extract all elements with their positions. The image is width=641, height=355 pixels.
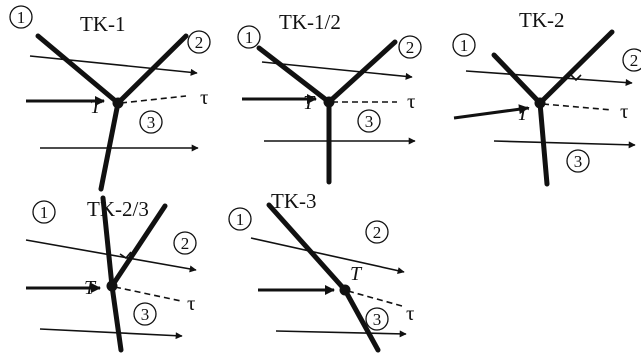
grain-1-label: 1 xyxy=(40,203,49,222)
boundary-1-line xyxy=(100,195,115,289)
grain-3-label: 3 xyxy=(141,305,150,324)
grain-2-label: 2 xyxy=(373,223,382,242)
boundary-1-line xyxy=(256,45,332,105)
arrow-upper xyxy=(29,55,198,76)
grain-1-label: 1 xyxy=(236,210,245,229)
junction-point xyxy=(534,97,546,109)
arrow-upper xyxy=(25,239,197,273)
grain-3-circle xyxy=(365,307,389,331)
boundary-3-line xyxy=(537,100,550,187)
arrow-upper xyxy=(465,70,633,87)
grain-1-label: 1 xyxy=(245,28,254,47)
tau-label: τ xyxy=(407,89,415,113)
junction-point xyxy=(106,280,118,292)
grain-2-label: 2 xyxy=(195,33,204,52)
grain-3-label: 3 xyxy=(147,113,156,132)
junction-label: T xyxy=(84,277,97,299)
tau-label: τ xyxy=(187,291,195,315)
grain-2-circle xyxy=(187,30,211,54)
junction-point xyxy=(339,284,351,296)
junction-label: T xyxy=(90,96,103,118)
junction-point xyxy=(112,97,124,109)
grain-2-label: 2 xyxy=(406,38,415,57)
panel-title: TK-2/3 xyxy=(87,197,149,221)
junction-label: T xyxy=(350,263,363,285)
grain-2-circle xyxy=(365,220,389,244)
grain-1-circle xyxy=(228,207,252,231)
boundary-3-line xyxy=(109,283,124,353)
grain-3-circle xyxy=(139,110,163,134)
tau-line xyxy=(542,103,613,111)
panel-tk2: TK-2 1 2 3 T τ xyxy=(452,8,641,187)
boundary-2-line xyxy=(537,29,615,106)
panel-tk3: TK-3 1 2 3 T τ xyxy=(228,189,414,353)
grain-1-label: 1 xyxy=(17,8,26,27)
arrow-upper xyxy=(261,61,413,80)
tau-line xyxy=(120,95,187,104)
arrow-lower xyxy=(39,328,183,340)
panel-title: TK-1 xyxy=(80,12,126,36)
grain-1-circle xyxy=(9,5,33,29)
grain-3-label: 3 xyxy=(373,310,382,329)
grain-3-label: 3 xyxy=(574,152,583,171)
grain-3-label: 3 xyxy=(365,112,374,131)
panel-title: TK-1/2 xyxy=(279,10,341,34)
arrow-incoming xyxy=(453,104,529,120)
junction-point xyxy=(323,96,335,108)
boundary-3-line xyxy=(342,287,381,353)
boundary-2-line xyxy=(115,33,189,106)
tau-line xyxy=(347,290,403,307)
tau-label: τ xyxy=(406,301,414,325)
boundary-3-line xyxy=(98,100,121,192)
grain-2-circle xyxy=(173,231,197,255)
junction-label: T xyxy=(303,92,316,114)
boundary-1-line xyxy=(266,202,348,293)
grain-2-label: 2 xyxy=(181,234,190,253)
arrow-lower xyxy=(275,330,407,338)
panel-title: TK-2 xyxy=(519,8,565,32)
boundary-2-line xyxy=(109,203,168,289)
right-angle-mark xyxy=(570,74,582,82)
grain-3-circle xyxy=(357,109,381,133)
grain-1-circle xyxy=(32,200,56,224)
panel-tk1: TK-1 1 2 3 T τ xyxy=(9,5,211,192)
tau-label: τ xyxy=(620,99,628,123)
right-angle-mark xyxy=(119,251,132,260)
arrow-lower xyxy=(493,140,636,149)
grain-2-circle xyxy=(622,48,641,72)
grain-3-circle xyxy=(133,302,157,326)
junction-label: T xyxy=(517,103,530,125)
boundary-1-line xyxy=(35,33,121,106)
grain-1-circle xyxy=(237,25,261,49)
grain-1-label: 1 xyxy=(460,36,469,55)
grain-2-circle xyxy=(398,35,422,59)
panel-tk1-2: TK-1/2 1 2 3 T τ xyxy=(237,10,422,185)
grain-2-label: 2 xyxy=(630,51,639,70)
tau-label: τ xyxy=(200,85,208,109)
grain-3-circle xyxy=(566,149,590,173)
arrow-upper xyxy=(250,237,405,275)
panel-tk2-3: TK-2/3 1 2 3 T τ xyxy=(25,195,197,353)
tau-line xyxy=(114,286,182,302)
grain-1-circle xyxy=(452,33,476,57)
boundary-1-line xyxy=(491,52,543,106)
panel-title: TK-3 xyxy=(271,189,317,213)
